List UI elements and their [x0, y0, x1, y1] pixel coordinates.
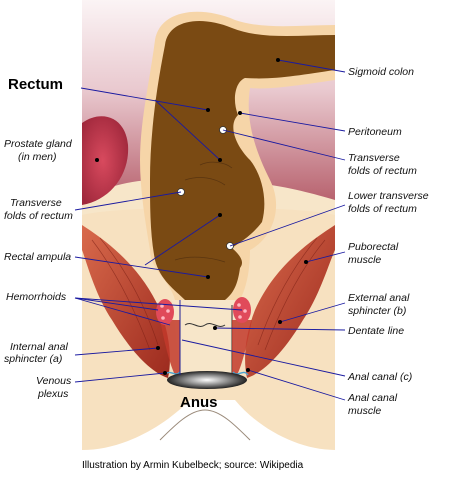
- label-dentate-line: Dentate line: [348, 325, 404, 337]
- label-transverse-right-line1: Transverse: [348, 152, 400, 164]
- rectum-title: Rectum: [8, 76, 63, 93]
- label-internal-sphincter-line1: Internal anal: [10, 341, 68, 353]
- label-hemorrhoids: Hemorrhoids: [6, 291, 67, 303]
- prostate-gland: [82, 116, 129, 205]
- label-anal-canal: Anal canal (c): [347, 371, 412, 383]
- rectum-lumen: [150, 21, 335, 301]
- label-transverse-left-line1: Transverse: [10, 197, 62, 209]
- label-external-sphincter-line1: External anal: [348, 292, 410, 304]
- label-venous-plexus-line2: plexus: [37, 388, 69, 400]
- label-transverse-right-line2: folds of rectum: [348, 165, 417, 177]
- label-prostate-line2: (in men): [18, 151, 57, 163]
- label-external-sphincter-line2: sphincter (b): [348, 305, 406, 317]
- label-sigmoid-colon: Sigmoid colon: [348, 66, 414, 78]
- label-venous-plexus-line1: Venous: [36, 375, 72, 387]
- anus-opening: [167, 371, 247, 389]
- label-lower-transverse-line2: folds of rectum: [348, 203, 417, 215]
- fold-markers: [177, 126, 234, 250]
- label-anal-canal-muscle-line1: Anal canal: [347, 392, 398, 404]
- label-puborectal-line2: muscle: [348, 254, 381, 266]
- label-internal-sphincter-line2: sphincter (a): [4, 353, 62, 365]
- label-rectal-ampula: Rectal ampula: [4, 251, 71, 263]
- anchor-dots: [95, 58, 308, 375]
- label-prostate-line1: Prostate gland: [4, 138, 73, 150]
- leader-lines: [74, 59, 346, 401]
- credit-line: Illustration by Armin Kubelbeck; source:…: [82, 460, 304, 471]
- label-puborectal-line1: Puborectal: [348, 241, 399, 253]
- anus-label: Anus: [180, 394, 218, 411]
- label-peritoneum: Peritoneum: [348, 126, 402, 138]
- label-transverse-left-line2: folds of rectum: [4, 210, 73, 222]
- label-anal-canal-muscle-line2: muscle: [348, 405, 381, 417]
- label-lower-transverse-line1: Lower transverse: [348, 190, 429, 202]
- anal-canal: [160, 300, 252, 375]
